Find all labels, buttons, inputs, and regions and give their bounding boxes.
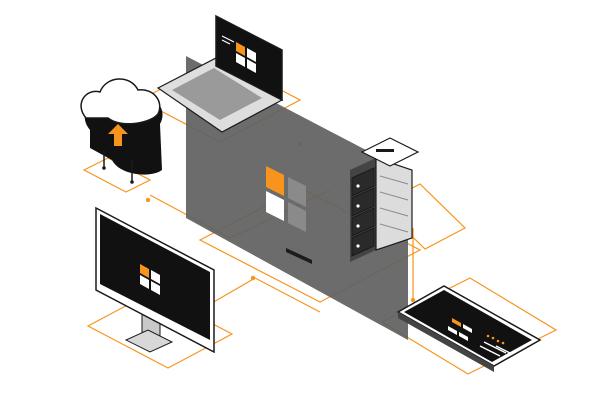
monitor-screen-logo — [140, 264, 160, 295]
central-panel-slot — [286, 248, 312, 264]
laptop-icon — [156, 14, 284, 133]
cloud-top — [80, 78, 161, 125]
server-leds — [356, 184, 360, 248]
tablet-screen-logo — [448, 318, 472, 341]
monitor-icon — [95, 206, 215, 354]
tablet-edge — [398, 312, 494, 372]
link-monitor-hub — [199, 277, 321, 313]
node-dot-2 — [250, 275, 256, 281]
server-units — [351, 167, 375, 257]
server-front-slots — [379, 175, 409, 233]
node-dot-3 — [410, 297, 416, 303]
node-dot-1 — [145, 197, 151, 203]
monitor-foot — [124, 329, 174, 353]
central-panel-logo-icon — [266, 166, 306, 232]
laptop-keyboard — [172, 68, 262, 120]
laptop-screen-logo — [236, 42, 256, 73]
tablet-indicator-dots — [486, 334, 505, 345]
central-panel — [186, 56, 408, 340]
server-front — [375, 157, 413, 251]
server-rack-icon — [350, 137, 420, 262]
tablet-screen — [404, 290, 532, 362]
server-top-lights — [376, 149, 394, 152]
cloud-upload-icon — [80, 78, 163, 184]
tablet-icon — [396, 285, 542, 372]
upload-arrow-icon — [108, 124, 128, 146]
cloud-connector-plane — [82, 157, 152, 193]
tablet-menu-lines — [479, 341, 511, 357]
